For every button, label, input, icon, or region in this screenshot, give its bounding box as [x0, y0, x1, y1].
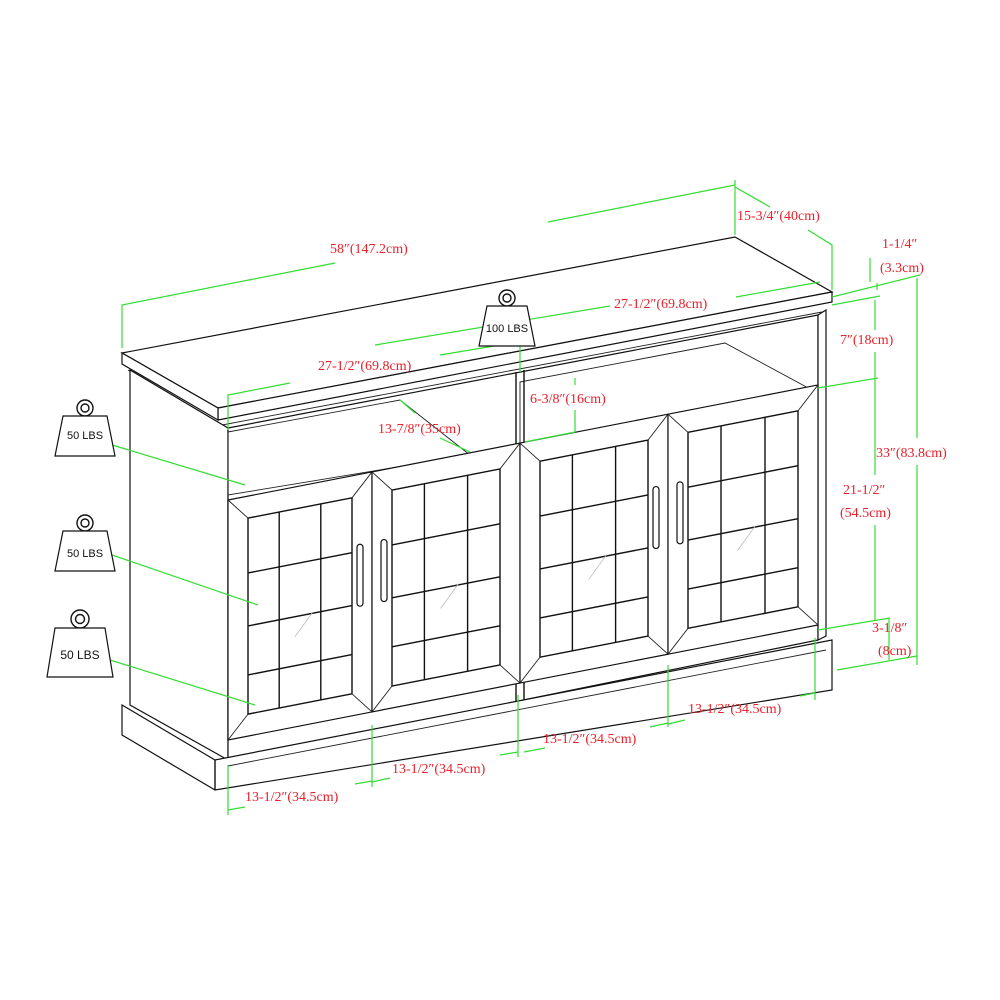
top-thickness-cm-label: (3.3cm)	[880, 261, 924, 276]
bevel	[519, 442, 541, 462]
glass-reflection	[737, 525, 756, 551]
glass-reflection	[294, 611, 314, 638]
glass-reflection	[440, 583, 459, 609]
bevel	[519, 656, 541, 684]
door-muntin	[687, 566, 799, 590]
door-width-1-label: 13-1/2″(34.5cm)	[245, 790, 339, 805]
door-muntin	[391, 576, 501, 599]
door-width-2-label: 13-1/2″(34.5cm)	[392, 762, 486, 777]
bevel	[351, 693, 373, 713]
door-width-3-label: 13-1/2″(34.5cm)	[543, 732, 637, 747]
glass-reflection	[588, 554, 607, 580]
bevel	[499, 664, 521, 684]
door-handle	[356, 543, 364, 607]
door-muntin	[247, 653, 353, 676]
bevel	[667, 413, 689, 433]
overall-width-label: 58″(147.2cm)	[330, 242, 408, 257]
bevel	[351, 471, 373, 499]
door-handle	[652, 485, 660, 550]
door-height-in-label: 21-1/2″	[843, 483, 886, 498]
base-height-cm-label: (8cm)	[878, 644, 912, 659]
dimension-lines	[109, 180, 921, 815]
depth-label: 15-3/4″(40cm)	[737, 209, 820, 224]
weight-label-upper: 50 LBS	[67, 430, 103, 442]
weight-label-bottom: 50 LBS	[60, 648, 99, 662]
door-muntin	[539, 494, 649, 517]
weight-icon-upper: 50 LBS	[54, 399, 116, 457]
bevel	[667, 628, 689, 655]
bevel	[647, 635, 669, 655]
door-muntin	[391, 625, 501, 648]
door-handle	[676, 481, 684, 545]
bevel	[647, 413, 669, 441]
door-handle	[380, 538, 388, 603]
bevel	[499, 442, 521, 470]
door-height-cm-label: (54.5cm)	[840, 506, 891, 521]
overall-height-label: 33″(83.8cm)	[876, 446, 947, 461]
weight-icon-bottom: 50 LBS	[46, 609, 114, 678]
left-half-width-label: 27-1/2″(69.8cm)	[318, 359, 412, 374]
door-muntin	[247, 552, 353, 574]
weight-icon-top: 100 LBS	[478, 289, 536, 347]
top-thickness-in-label: 1-1/4″	[882, 237, 918, 252]
base-height-in-label: 3-1/8″	[872, 621, 908, 636]
cabinet-left-side	[129, 368, 229, 762]
cabinet-doors	[227, 384, 819, 741]
open-shelf-height-label: 7″(18cm)	[840, 333, 894, 348]
weight-icon-middle: 50 LBS	[54, 514, 116, 572]
bevel	[227, 713, 249, 741]
bevel	[797, 384, 819, 412]
right-half-width-label: 27-1/2″(69.8cm)	[614, 297, 708, 312]
bevel	[371, 471, 393, 491]
bevel	[371, 685, 393, 713]
dimension-labels: 58″(147.2cm) 15-3/4″(40cm) 1-1/4″ (3.3cm…	[245, 209, 947, 805]
weight-label-top: 100 LBS	[486, 323, 528, 335]
door-muntin	[687, 465, 799, 488]
door-muntin	[539, 596, 649, 619]
door-1[interactable]	[227, 471, 373, 741]
door-muntin	[391, 523, 501, 546]
open-shelf-clearance-label: 6-3/8″(16cm)	[530, 392, 606, 407]
door-muntin	[539, 547, 649, 570]
door-muntin	[687, 517, 799, 541]
bevel	[227, 499, 249, 519]
door-3[interactable]	[519, 413, 669, 684]
door-2[interactable]	[371, 442, 521, 713]
door-muntin	[247, 604, 353, 627]
open-shelf-depth-label: 13-7/8″(35cm)	[378, 422, 461, 437]
bevel	[797, 606, 819, 626]
door-4[interactable]	[667, 384, 819, 655]
weight-label-middle: 50 LBS	[67, 548, 103, 560]
door-width-4-label: 13-1/2″(34.5cm)	[688, 702, 782, 717]
top-side-edge	[121, 351, 219, 422]
